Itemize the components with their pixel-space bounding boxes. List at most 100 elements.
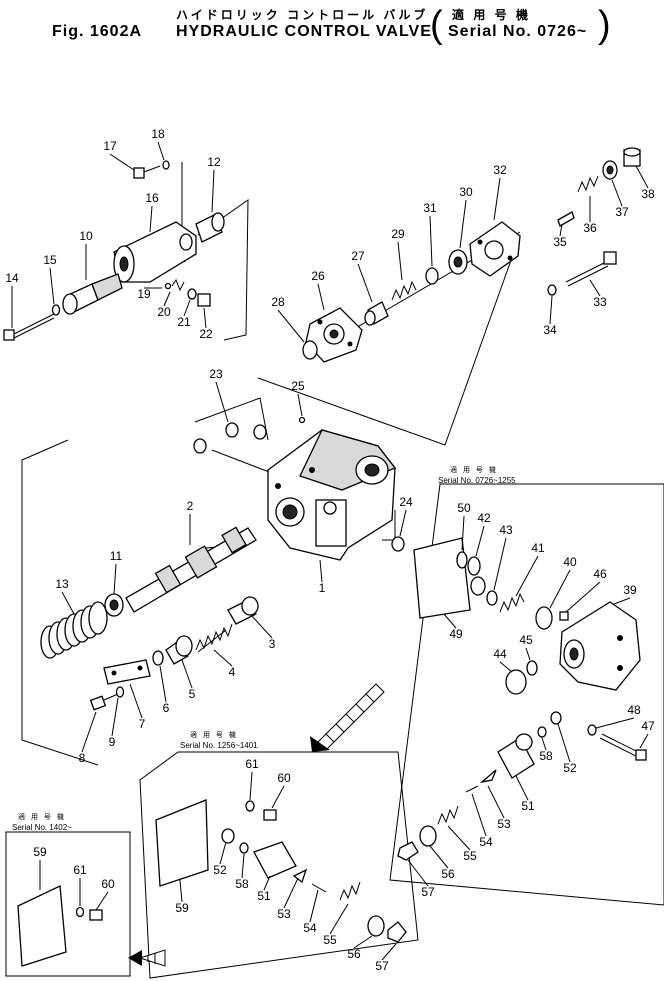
callout-inset_1256_1401-60: 60 xyxy=(277,771,291,785)
title-applicable-japanese: 適 用 号 機 xyxy=(452,8,532,22)
leader-line-33 xyxy=(589,279,601,297)
sleeve-12-icon xyxy=(195,212,225,243)
callout-main-15: 15 xyxy=(43,253,57,267)
callout-inset_0726_1255-41: 41 xyxy=(531,541,545,555)
callout-inset_0726_1255-49: 49 xyxy=(449,627,463,641)
piston-5-icon xyxy=(165,635,193,665)
leader-line-40 xyxy=(549,569,571,609)
callout-inset_1256_1401-59: 59 xyxy=(175,901,189,915)
inset-frame-1402 xyxy=(5,831,131,977)
leader-left-frame xyxy=(21,439,99,766)
callout-inset_0726_1255-54: 54 xyxy=(479,835,493,849)
washer-37-icon xyxy=(602,160,618,180)
cap-30-icon xyxy=(448,249,468,275)
leader-line-39 xyxy=(613,597,631,605)
leader-line-13 xyxy=(61,591,75,615)
pin-54-icon xyxy=(465,785,479,793)
leader-line-55 xyxy=(329,903,349,935)
callout-main-7: 7 xyxy=(139,717,146,731)
callout-inset_0726_1255-50: 50 xyxy=(457,501,471,515)
callout-main-4: 4 xyxy=(229,665,236,679)
leader-line-53 xyxy=(283,877,299,909)
leader-upper-block xyxy=(257,234,521,446)
leader-23 xyxy=(194,397,269,441)
washer-48-icon xyxy=(587,724,597,736)
plate-59-b-icon xyxy=(155,799,209,887)
ring-58-b-icon xyxy=(239,842,249,854)
callout-inset_1256_1401-55: 55 xyxy=(323,933,337,947)
callout-labels: 1234567891011121314151617181920212223242… xyxy=(5,127,655,973)
callout-inset_0726_1255-57: 57 xyxy=(421,885,435,899)
callout-main-34: 34 xyxy=(543,323,557,337)
plate-49-icon xyxy=(413,537,471,619)
bolt-8-icon xyxy=(89,693,119,711)
spool-10-icon xyxy=(62,273,123,315)
leader-line-21 xyxy=(183,299,191,317)
needle-53-icon xyxy=(479,769,497,784)
leader-line-24 xyxy=(399,509,407,537)
bolt-14-icon xyxy=(3,313,55,341)
leader-line-57 xyxy=(407,859,429,887)
washer-9-icon xyxy=(115,686,125,698)
leader-line-29 xyxy=(397,241,403,281)
leader-line-47 xyxy=(639,733,649,749)
hatched-arrow-icon xyxy=(310,683,385,752)
callout-main-36: 36 xyxy=(583,221,597,235)
leader-line-26 xyxy=(317,283,325,311)
bolt-60-b-icon xyxy=(263,809,277,821)
ring-61-b-icon xyxy=(245,800,255,812)
callout-inset_1256_1401-56: 56 xyxy=(347,947,361,961)
callout-inset_1256_1401-57: 57 xyxy=(375,959,389,973)
callout-main-24: 24 xyxy=(399,495,413,509)
leader-line-1 xyxy=(319,559,323,583)
callout-main-12: 12 xyxy=(207,155,221,169)
leader-line-9 xyxy=(111,697,119,737)
callout-inset_0726_1255-47: 47 xyxy=(641,719,655,733)
callout-inset_0726_1255-52: 52 xyxy=(563,761,577,775)
title-serial: Serial No. 0726~ xyxy=(448,23,588,40)
pin-35-icon xyxy=(557,211,575,227)
spring-36-icon xyxy=(577,175,599,193)
callout-main-9: 9 xyxy=(109,735,116,749)
leader-line-59 xyxy=(179,879,183,903)
spool-icon xyxy=(125,526,257,613)
callout-inset_0726_1255-39: 39 xyxy=(623,583,637,597)
leader-line-56 xyxy=(429,845,449,869)
callout-inset_1402-60: 60 xyxy=(101,877,115,891)
spring-55-b-icon xyxy=(339,881,361,901)
leader-line-44 xyxy=(499,661,513,673)
callout-main-14: 14 xyxy=(5,271,19,285)
inset-b-serial: Serial No. 1256~1401 xyxy=(180,741,258,750)
leader-line-31 xyxy=(429,215,433,267)
bolt-17-icon xyxy=(133,165,161,179)
callout-main-25: 25 xyxy=(291,379,305,393)
leader-line-18 xyxy=(157,141,165,161)
leader-line-56 xyxy=(353,935,373,949)
figure-number: Fig. 1602A xyxy=(52,23,143,40)
o-ring-45-icon xyxy=(526,660,538,676)
o-ring-42-icon xyxy=(467,556,481,576)
hatched-arrow-lower-icon xyxy=(128,949,166,967)
leader-line-49 xyxy=(443,613,457,629)
callout-main-35: 35 xyxy=(553,235,567,249)
plug-44-icon xyxy=(505,669,527,695)
callout-main-26: 26 xyxy=(311,269,325,283)
leader-line-25 xyxy=(297,393,303,417)
callout-main-32: 32 xyxy=(493,163,507,177)
washer-15-icon xyxy=(51,304,61,316)
leader-line-52 xyxy=(219,841,227,865)
callout-main-38: 38 xyxy=(641,187,655,201)
leader-line-58 xyxy=(241,853,245,879)
callout-main-17: 17 xyxy=(103,139,117,153)
leader-line-20 xyxy=(163,291,171,307)
callout-main-18: 18 xyxy=(151,127,165,141)
leader-line-34 xyxy=(549,295,553,325)
leader-line-42 xyxy=(475,525,485,557)
spring-13-icon xyxy=(40,601,108,659)
callout-inset_0726_1255-43: 43 xyxy=(499,523,513,537)
o-ring-24-icon xyxy=(391,536,405,552)
leader-line-57 xyxy=(381,943,397,961)
leader-line-27 xyxy=(357,263,373,303)
callout-inset_0726_1255-55: 55 xyxy=(463,849,477,863)
